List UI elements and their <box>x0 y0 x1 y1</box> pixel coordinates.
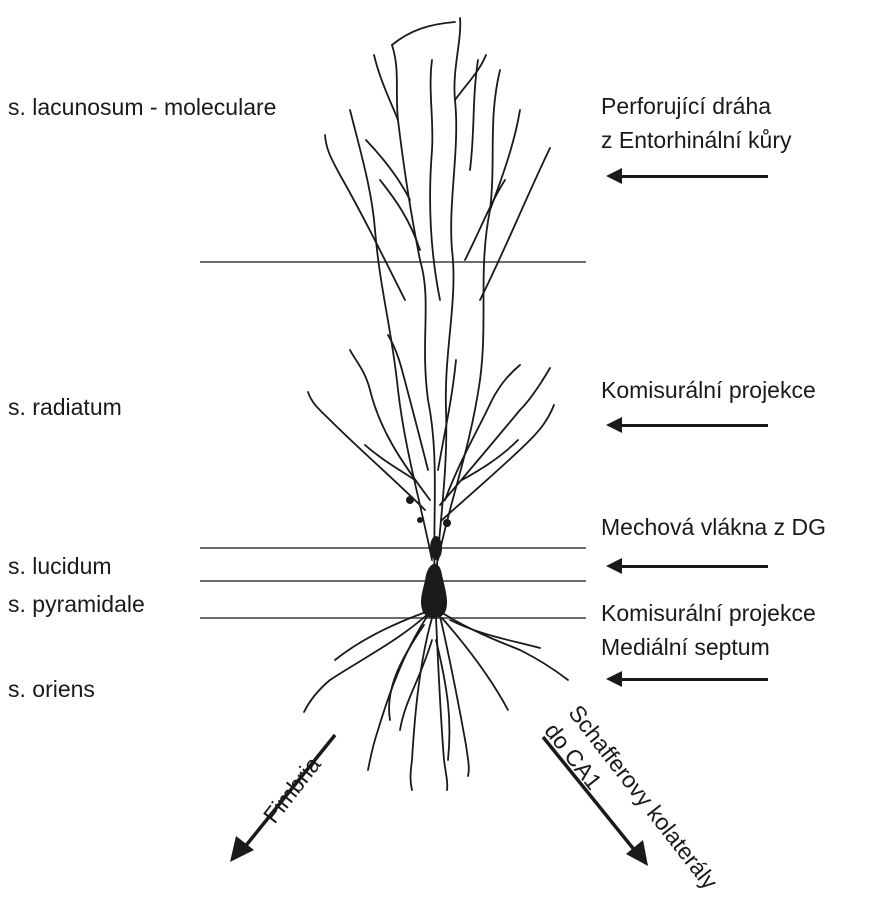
apical-dendrites <box>308 18 554 590</box>
basal-dendrites <box>304 612 568 790</box>
soma <box>406 496 451 618</box>
